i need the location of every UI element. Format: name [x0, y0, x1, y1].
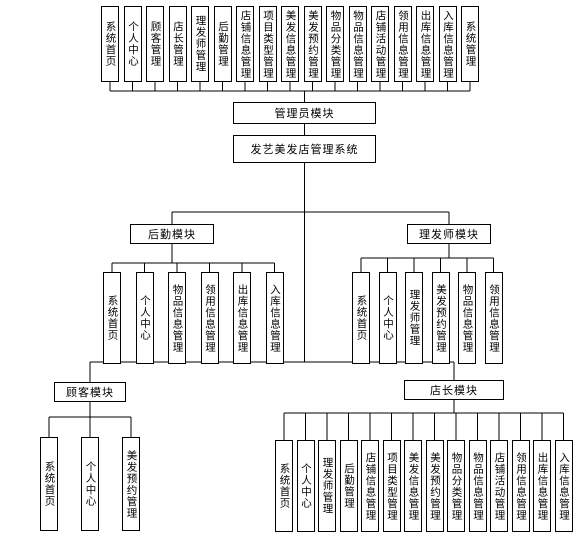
admin-item-3: 顾客管理 — [146, 6, 164, 82]
customer-item-1: 系统首页 — [40, 437, 58, 531]
admin-item-5: 理发师管理 — [191, 6, 209, 82]
admin-item-12: 物品信息管理 — [348, 6, 367, 82]
admin-item-1: 系统首页 — [101, 6, 119, 82]
barber-module-node: 理发师模块 — [407, 224, 491, 244]
logistics-item-1: 系统首页 — [103, 272, 121, 364]
logistics-item-2: 个人中心 — [135, 272, 154, 364]
manager-item-14: 入库信息管理 — [554, 440, 573, 532]
admin-item-10: 美发预约管理 — [303, 6, 322, 82]
admin-item-7: 店铺信息管理 — [236, 6, 254, 82]
manager-item-2: 个人中心 — [296, 440, 315, 532]
admin-item-14: 领用信息管理 — [393, 6, 412, 82]
root-system-node: 发艺美发店管理系统 — [233, 135, 376, 163]
manager-item-1: 系统首页 — [275, 440, 293, 532]
admin-item-2: 个人中心 — [123, 6, 142, 82]
admin-item-16: 入库信息管理 — [438, 6, 457, 82]
logistics-item-6: 入库信息管理 — [265, 272, 284, 364]
admin-item-13: 店铺活动管理 — [371, 6, 389, 82]
manager-item-6: 项目类型管理 — [382, 440, 401, 532]
admin-item-8: 项目类型管理 — [258, 6, 277, 82]
barber-item-4: 美发预约管理 — [431, 272, 450, 364]
customer-item-3: 美发预约管理 — [122, 437, 140, 531]
barber-item-6: 领用信息管理 — [484, 272, 503, 364]
barber-item-5: 物品信息管理 — [458, 272, 476, 364]
barber-item-3: 理发师管理 — [405, 272, 423, 364]
admin-module-node: 管理员模块 — [233, 102, 376, 124]
manager-item-9: 物品分类管理 — [447, 440, 465, 532]
customer-module-node: 顾客模块 — [54, 382, 126, 402]
manager-item-8: 美发预约管理 — [425, 440, 444, 532]
manager-item-7: 美发信息管理 — [404, 440, 422, 532]
manager-item-10: 物品信息管理 — [468, 440, 487, 532]
admin-item-15: 出库信息管理 — [416, 6, 434, 82]
manager-item-11: 店铺活动管理 — [490, 440, 508, 532]
admin-item-4: 店长管理 — [168, 6, 187, 82]
logistics-item-3: 物品信息管理 — [168, 272, 186, 364]
manager-item-13: 出库信息管理 — [533, 440, 551, 532]
manager-item-4: 后勤管理 — [339, 440, 358, 532]
admin-item-6: 后勤管理 — [213, 6, 232, 82]
manager-module-node: 店长模块 — [404, 380, 504, 400]
admin-item-17: 系统管理 — [461, 6, 479, 82]
customer-item-2: 个人中心 — [81, 437, 99, 531]
barber-item-1: 系统首页 — [352, 272, 370, 364]
admin-item-9: 美发信息管理 — [281, 6, 299, 82]
logistics-module-node: 后勤模块 — [130, 224, 214, 244]
manager-item-12: 领用信息管理 — [511, 440, 530, 532]
admin-item-11: 物品分类管理 — [326, 6, 344, 82]
manager-item-5: 店铺信息管理 — [361, 440, 379, 532]
logistics-item-4: 领用信息管理 — [200, 272, 219, 364]
logistics-item-5: 出库信息管理 — [233, 272, 251, 364]
barber-item-2: 个人中心 — [378, 272, 397, 364]
manager-item-3: 理发师管理 — [318, 440, 336, 532]
